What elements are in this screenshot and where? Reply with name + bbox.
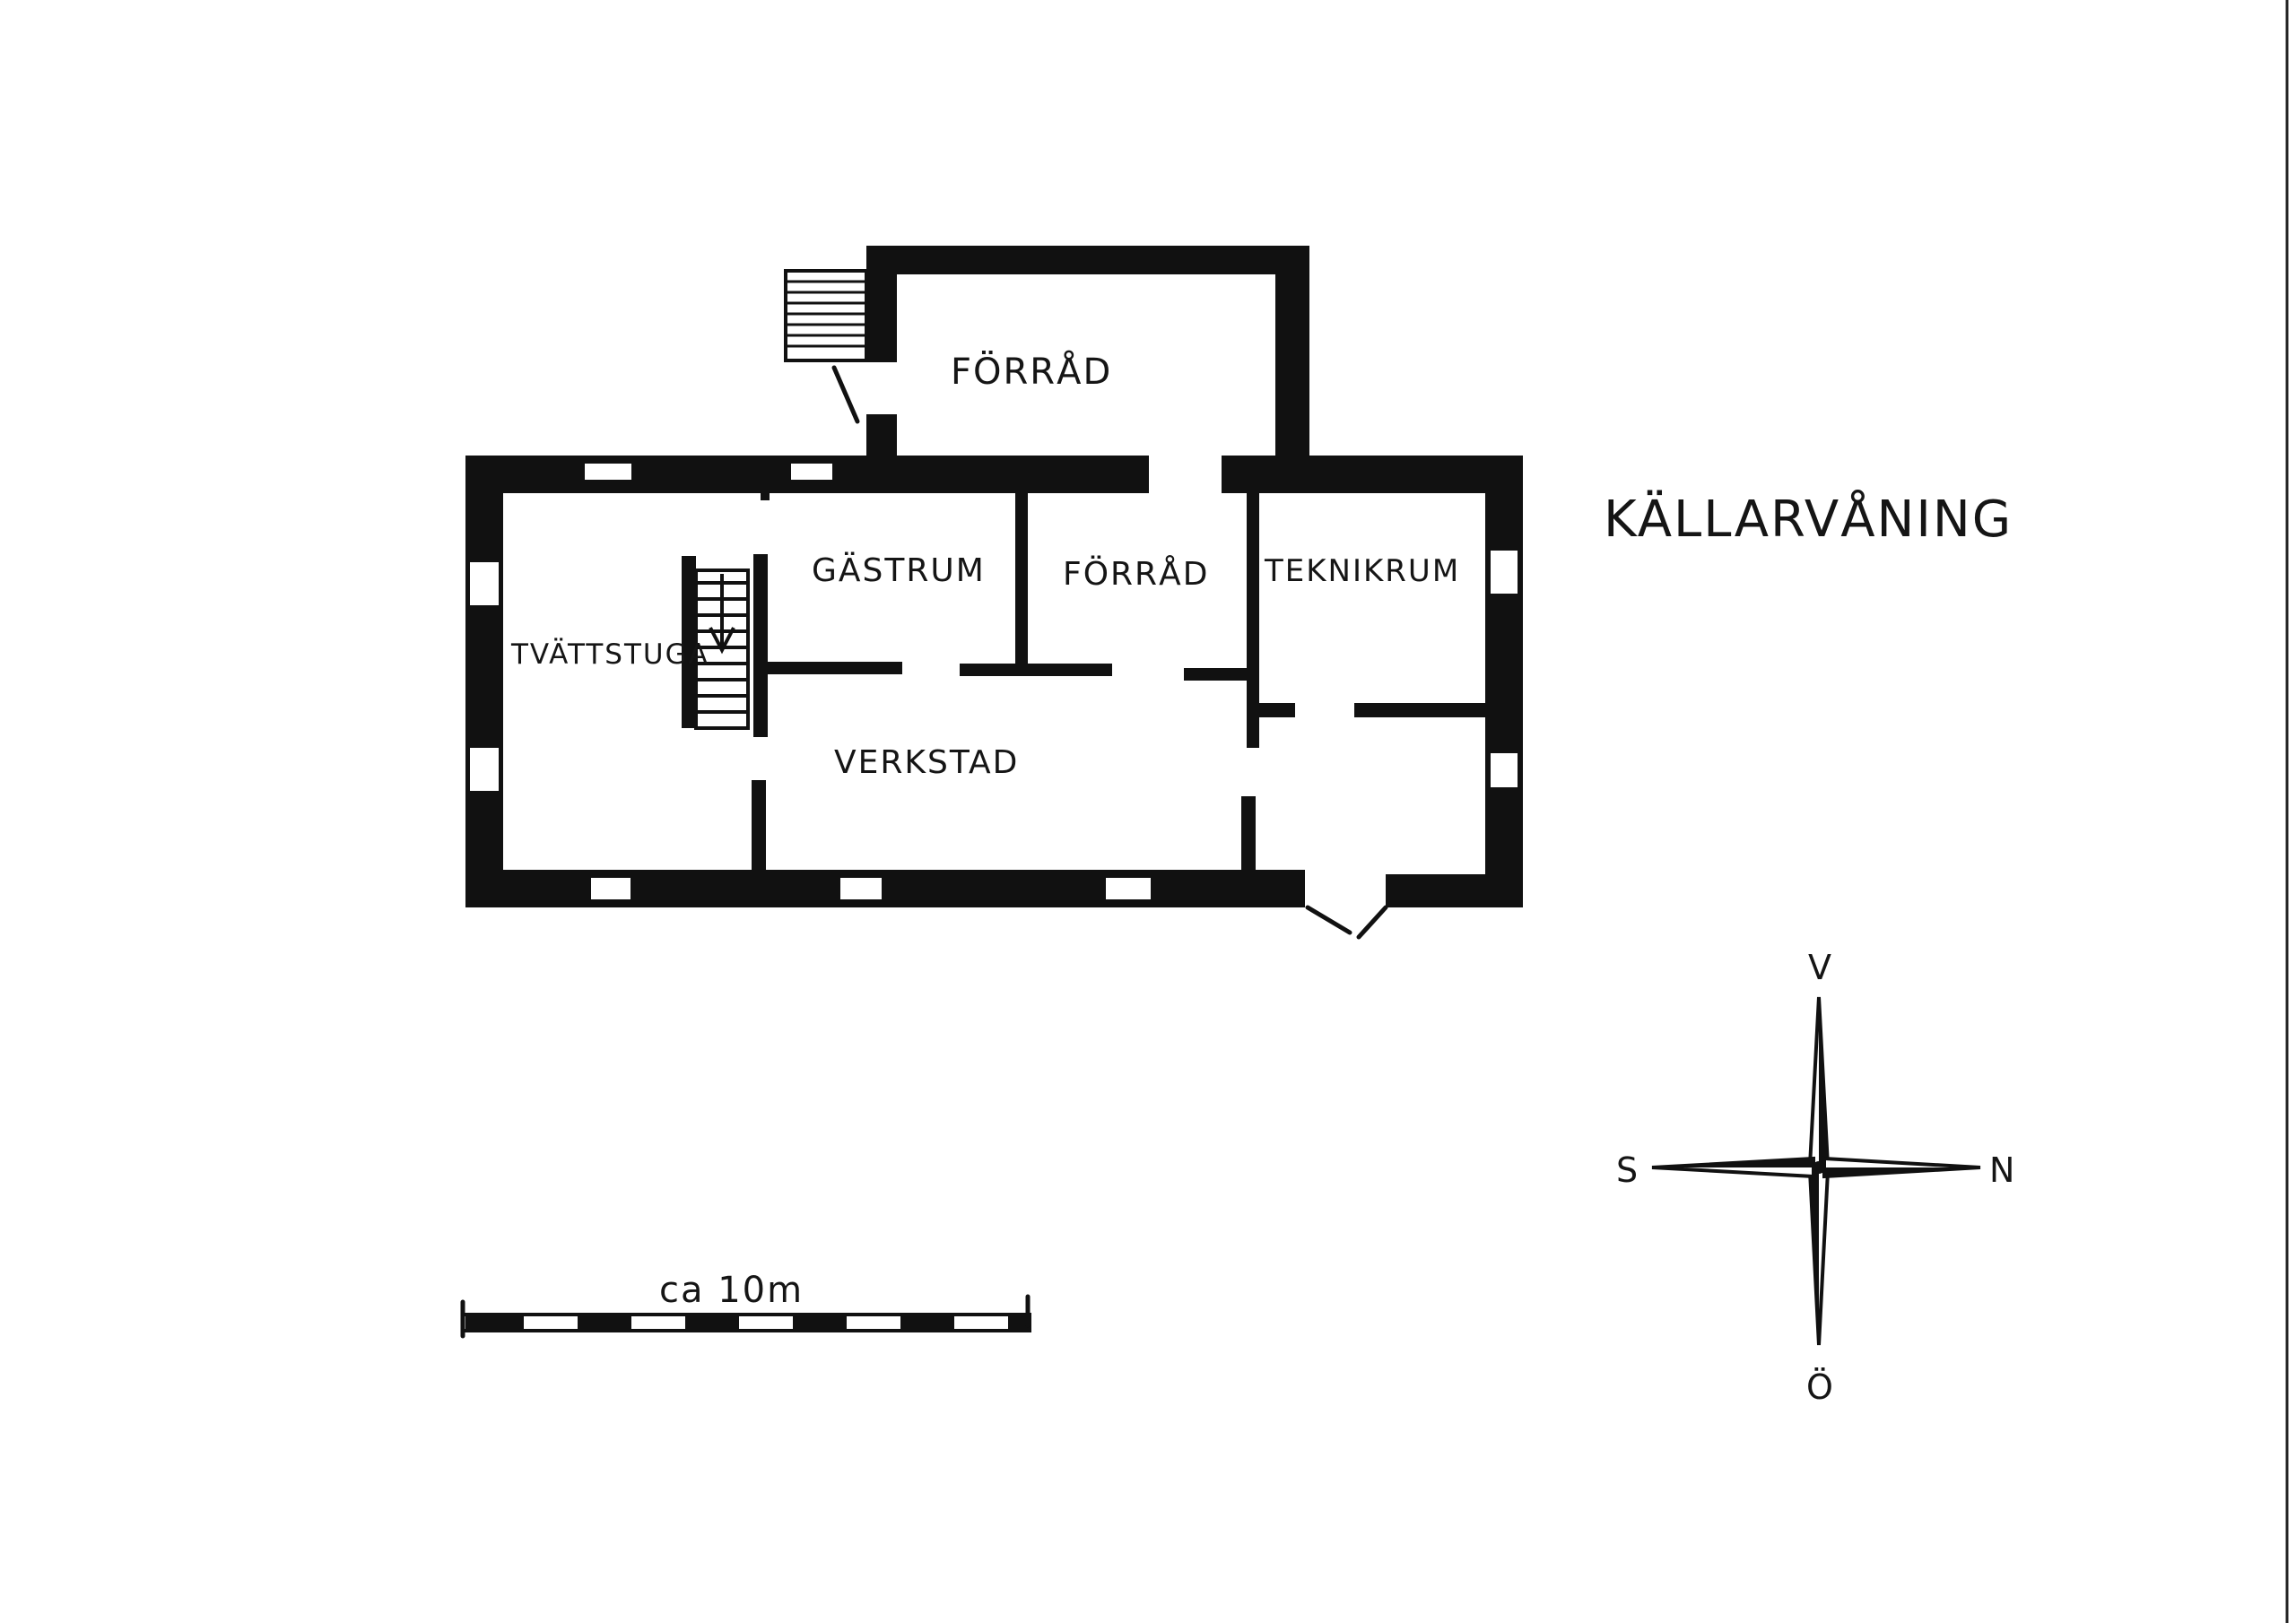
inner-staircase [682,556,750,730]
window-left-2 [466,744,502,794]
window-right-1 [1487,547,1521,597]
stair-arrow-head-icon [709,627,735,655]
compass-label-top: V [1808,948,1833,987]
wall-verkstad-left [752,780,766,874]
outer-staircase [784,269,868,424]
room-label-forrad-middle: FÖRRÅD [1063,554,1209,593]
room-label-verkstad: VERKSTAD [834,744,1019,781]
outer-door-swing [831,365,860,424]
room-label-teknikrum: TEKNIKRUM [1264,553,1460,589]
wall-stair-right [753,554,768,737]
compass-label-bottom: Ö [1806,1367,1835,1407]
scale-bar-segments [465,1316,1028,1329]
door-leaf-right [1356,905,1388,940]
wall-teknikrum-west [1247,491,1259,748]
scale-bar: ca 10m [460,1270,1031,1339]
annex-wall-top [866,246,1309,274]
wall-forrad-west [1015,491,1028,674]
window-right-2 [1487,750,1521,791]
scale-bar-label: ca 10m [659,1270,804,1311]
wall-stub-top [761,472,770,500]
room-label-tvattstuga: TVÄTTSTUGA [510,638,709,671]
interior-walls [752,472,1489,874]
windows [466,460,1521,903]
annex-wall-left-lower [866,414,897,470]
wall-forrad-south [960,664,1112,676]
room-labels: FÖRRÅD GÄSTRUM FÖRRÅD TEKNIKRUM TVÄTTSTU… [510,350,1460,781]
door-leaf-left [1305,905,1352,935]
outer-walls [465,456,1523,907]
wall-gastrum-south [768,662,902,674]
compass-label-left: S [1616,1150,1639,1190]
stair-left-stringer [682,556,696,728]
wall-bottom-right [1386,874,1523,907]
wall-top-right [1222,456,1523,493]
window-bottom-2 [837,874,885,903]
window-top-2 [787,460,836,483]
window-bottom-1 [587,874,634,903]
compass-rose: V Ö S N [1616,948,2016,1407]
wall-verkstad-right [1241,796,1256,874]
window-left-1 [466,559,502,609]
window-bottom-3 [1102,874,1154,903]
annex-walls [866,246,1309,470]
wall-teknikrum-south-1 [1247,703,1295,717]
entrance-door [1305,905,1388,940]
wall-teknikrum-south-2 [1354,703,1489,717]
wall-left [465,456,503,904]
room-label-forrad-upper: FÖRRÅD [951,350,1112,393]
window-top-1 [581,460,635,483]
wall-stub-east [1184,668,1247,681]
annex-wall-left-upper [866,246,897,362]
drawing-title: KÄLLARVÅNING [1604,490,2013,549]
annex-wall-right [1275,246,1309,470]
outer-stair-frame [784,269,868,362]
wall-right [1485,456,1523,904]
room-label-gastrum: GÄSTRUM [812,551,986,589]
compass-label-right: N [1989,1150,2016,1190]
outer-stair-treads [786,280,866,348]
